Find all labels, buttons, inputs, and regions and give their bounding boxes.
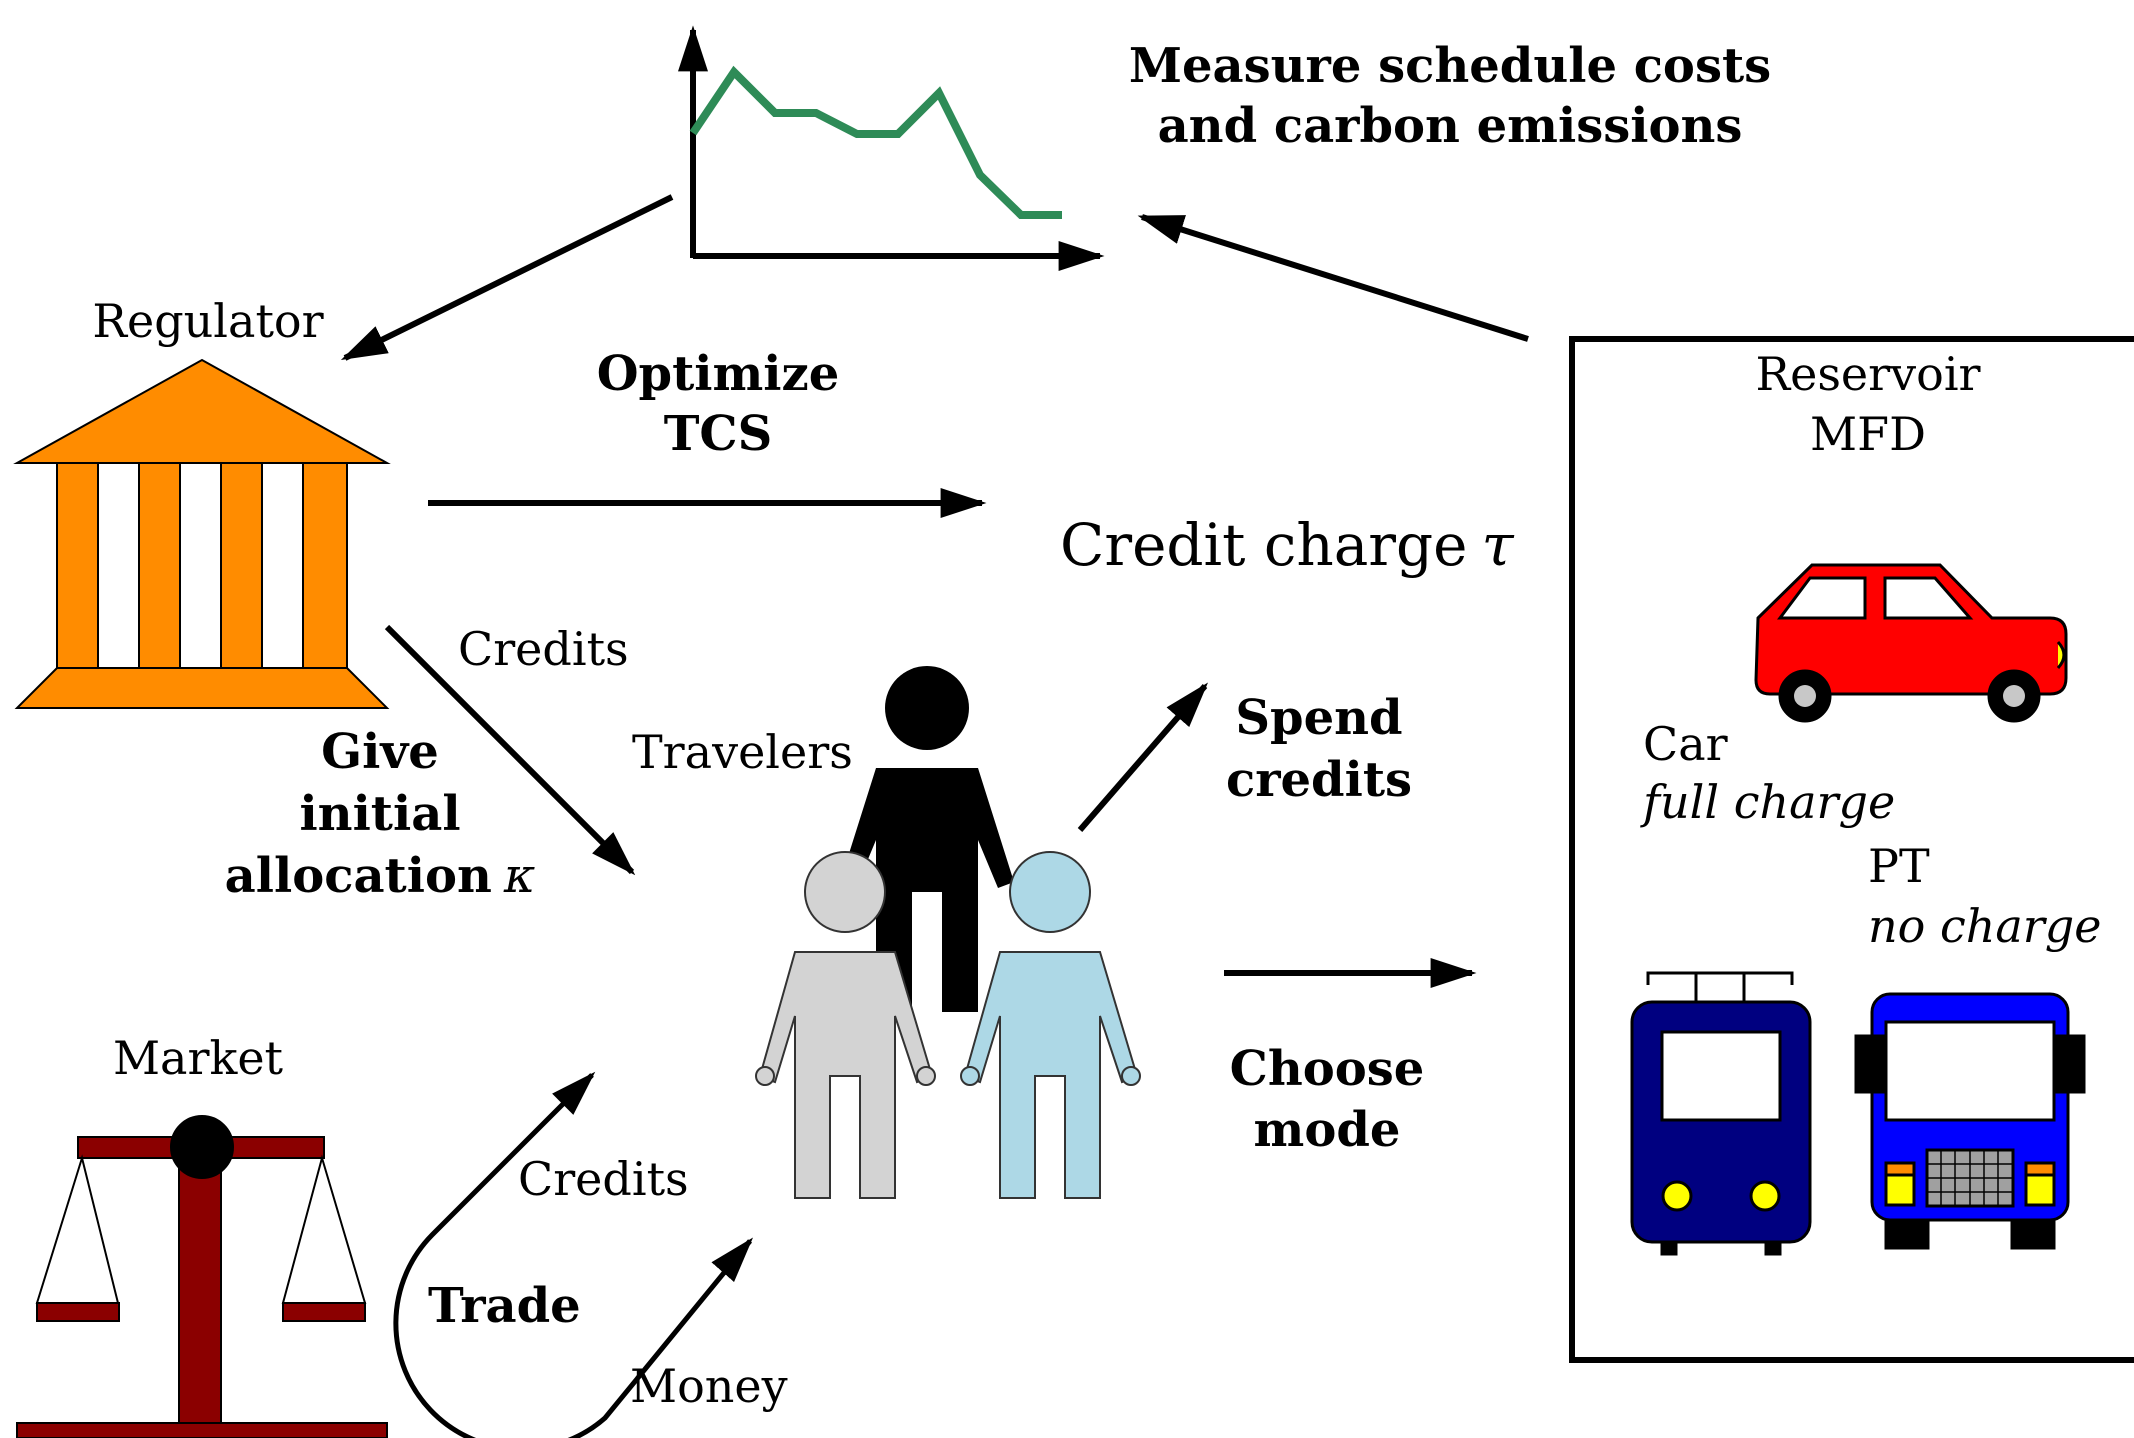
chart-caption-line1: Measure schedule costs: [1129, 38, 1771, 94]
scale-icon: [16, 1115, 388, 1438]
arrow-spend: [1077, 682, 1209, 832]
spend-line2: credits: [1226, 752, 1412, 808]
pt-charge-label: no charge: [1868, 899, 2101, 953]
trade-credits-label: Credits: [518, 1152, 689, 1206]
trade-loop: [393, 1073, 752, 1438]
reservoir-line2: MFD: [1810, 407, 1926, 461]
credits-top-label: Credits: [458, 622, 629, 676]
choose-line2: mode: [1254, 1102, 1401, 1158]
arrow-regulator-to-travelers: [384, 624, 636, 876]
bus-icon: [1854, 992, 2086, 1250]
car-icon: [1754, 563, 2068, 723]
tram-icon: [1630, 971, 1812, 1256]
trade-label: Trade: [428, 1278, 581, 1334]
optimize-line2: TCS: [664, 406, 773, 462]
spend-line1: Spend: [1235, 690, 1402, 746]
car-charge-label: full charge: [1640, 775, 1895, 829]
trade-money-label: Money: [630, 1359, 788, 1413]
car-label: Car: [1643, 717, 1728, 771]
reservoir-line1: Reservoir: [1755, 347, 1980, 401]
market-label: Market: [113, 1031, 284, 1085]
optimize-line1: Optimize: [597, 346, 840, 402]
line-chart-icon: [678, 25, 1105, 271]
traveler-icon: [755, 666, 1141, 1199]
pt-label: PT: [1868, 839, 1930, 893]
choose-line1: Choose: [1230, 1041, 1425, 1097]
bank-icon: [13, 358, 391, 709]
arrow-chart-to-regulator: [340, 194, 674, 361]
regulator-label: Regulator: [92, 294, 323, 348]
give-line1: Give: [321, 724, 439, 780]
travelers-label: Travelers: [632, 725, 853, 779]
reservoir-box: [1569, 336, 2134, 1363]
chart-caption-line2: and carbon emissions: [1158, 98, 1743, 154]
arrow-reservoir-to-chart: [1137, 214, 1529, 342]
give-line2: initial: [299, 786, 460, 842]
